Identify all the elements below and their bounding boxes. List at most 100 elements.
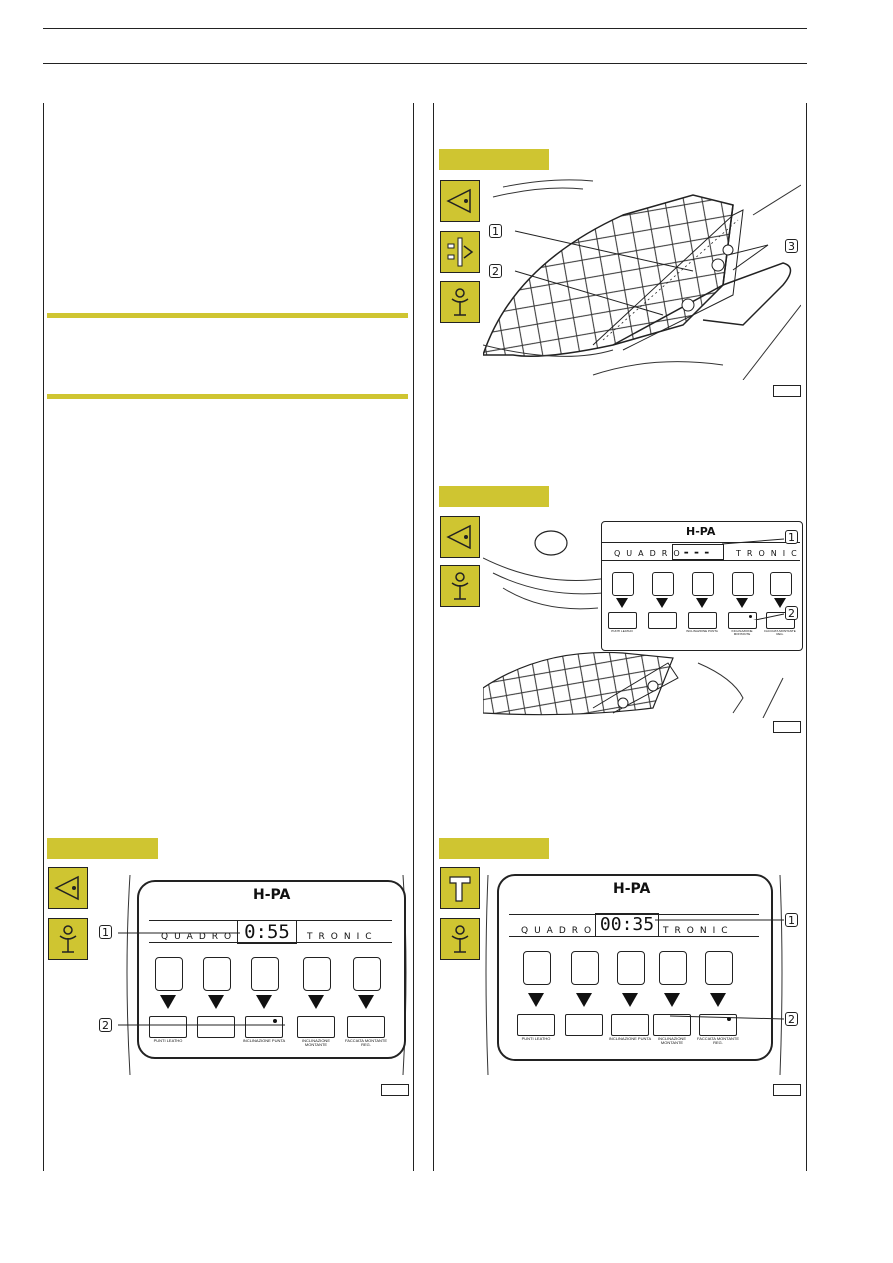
triangle-down-icon [256,995,272,1009]
key-button[interactable] [517,1014,555,1036]
key-button[interactable] [608,612,637,629]
callout-1: 1 [99,925,112,939]
key-button[interactable] [699,1014,737,1036]
person-icon [440,918,480,960]
column-rule-right [806,103,807,1171]
header-rule-bottom [43,63,807,64]
key-label: FACCIATA MONTANTE REG. [696,1036,739,1045]
triangle-down-icon [160,995,176,1009]
key-2[interactable] [565,951,603,1051]
callout-1: 1 [785,913,798,927]
key-icon [523,951,551,985]
display-screen: --- [672,544,724,560]
key-icon [652,572,674,596]
key-4[interactable]: INCLINAZIONE MONTANTE [297,957,335,1052]
section-divider-1 [47,313,408,318]
triangle-down-icon [308,995,324,1009]
section-divider-2 [47,394,408,399]
key-icon [659,951,687,985]
display-screen: 0:55 [237,920,297,944]
key-3[interactable]: INCLINAZIONE PUNTA [686,572,718,647]
adjustment-icon [440,231,480,273]
key-icon [203,957,231,991]
key-icon [770,572,792,596]
key-label: INCLINAZIONE MONTANTE [657,1036,686,1045]
key-5[interactable]: FACCIATA MONTANTE REG. [345,957,387,1052]
key-label: INCLINAZIONE PUNTA [242,1038,286,1043]
column-rule-center-a [413,103,414,1171]
brand-label-right: TRONIC [663,926,734,936]
triangle-down-icon [208,995,224,1009]
key-label: INCLINAZIONE MONTANTE [301,1038,330,1047]
key-row: PUNTI LEATHO INCLINAZIONE PUNTA INCLINAZ… [517,951,762,1051]
key-button[interactable] [728,612,757,629]
key-2[interactable] [648,572,677,647]
key-button[interactable] [611,1014,649,1036]
key-button[interactable] [766,612,795,629]
key-3[interactable]: INCLINAZIONE PUNTA [609,951,651,1051]
key-4[interactable]: INCLINAZIONE MONTANTE [728,572,757,647]
key-button[interactable] [653,1014,691,1036]
display-screen: 00:35 [595,913,659,937]
key-icon [303,957,331,991]
key-icon [571,951,599,985]
triangle-down-icon [696,598,708,608]
key-button[interactable] [297,1016,335,1038]
key-icon [732,572,754,596]
key-4[interactable]: INCLINAZIONE MONTANTE [653,951,691,1051]
figure-tab-bottom-right [439,838,549,859]
callout-leaders-bottom-right [655,919,785,1020]
page-ref-box [381,1084,409,1096]
triangle-down-icon [656,598,668,608]
triangle-down-icon [710,993,726,1007]
figure-tab-bottom-left [47,838,158,859]
key-2[interactable] [197,957,235,1052]
key-label: INCLINAZIONE PUNTA [608,1036,652,1041]
key-button[interactable] [197,1016,235,1038]
key-icon [612,572,634,596]
person-icon [440,565,480,607]
person-icon [440,281,480,323]
brand-logo: H-PA [613,881,651,897]
key-button[interactable] [149,1016,187,1038]
key-1[interactable]: PUNTI LEATHO [149,957,187,1052]
callout-3: 3 [785,239,798,253]
header-rule-top [43,28,807,29]
key-label: PUNTI LEATHO [521,1036,551,1041]
callout-1: 1 [785,530,798,544]
page-ref-box [773,1084,801,1096]
key-1[interactable]: PUNTI LEATHO [608,572,637,647]
eye-icon [440,180,480,222]
control-panel: H-PA QUADRO --- TRONIC PUNTI LEATHO INCL… [601,521,803,651]
key-icon [353,957,381,991]
callout-2: 2 [99,1018,112,1032]
callout-leaders-mid [721,538,785,620]
key-button[interactable] [648,612,677,629]
figure-top-right-drawing [483,179,801,380]
page-ref-box [773,721,801,733]
key-icon [617,951,645,985]
brand-label-right: TRONIC [736,549,803,558]
triangle-down-icon [616,598,628,608]
key-button[interactable] [565,1014,603,1036]
brand-label-right: TRONIC [307,932,378,942]
key-3[interactable]: INCLINAZIONE PUNTA [243,957,285,1052]
key-button[interactable] [347,1016,385,1038]
key-icon [692,572,714,596]
key-5[interactable]: FACCIATA MONTANTE REG. [764,572,796,647]
key-1[interactable]: PUNTI LEATHO [517,951,555,1051]
key-label: PUNTI LEATHO [611,629,633,633]
triangle-down-icon [528,993,544,1007]
key-button[interactable] [245,1016,283,1038]
brand-label-left: QUADRO [161,932,238,942]
key-5[interactable]: FACCIATA MONTANTE REG. [697,951,739,1051]
brand-label-left: QUADRO [614,549,686,558]
key-row: PUNTI LEATHO INCLINAZIONE PUNTA INCLINAZ… [149,957,394,1052]
key-indicator-dot [727,1017,731,1021]
triangle-down-icon [358,995,374,1009]
eye-icon [440,516,480,558]
key-icon [155,957,183,991]
key-button[interactable] [688,612,717,629]
key-label: PUNTI LEATHO [153,1038,183,1043]
callout-1: 1 [489,224,502,238]
